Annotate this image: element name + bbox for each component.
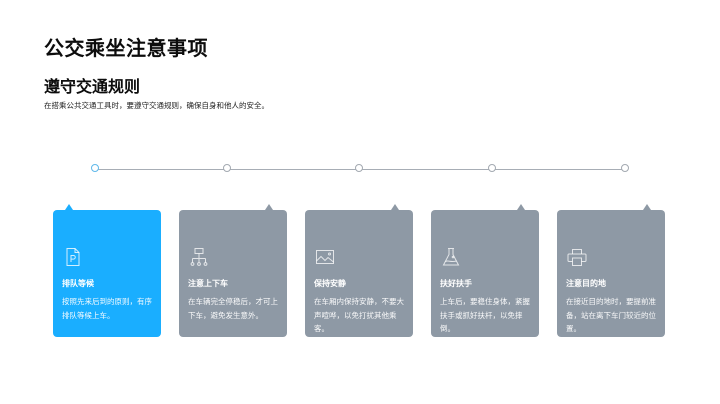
card-title: 扶好扶手: [440, 279, 472, 288]
flask-icon: [440, 246, 462, 268]
step-card-3[interactable]: 保持安静 在车厢内保持安静，不要大声喧哗，以免打扰其他乘客。: [305, 204, 413, 337]
card-title: 注意目的地: [566, 279, 606, 288]
section-title: 遵守交通规则: [44, 77, 141, 96]
card-pointer: [265, 204, 273, 210]
hierarchy-icon: [188, 246, 210, 268]
step-card-5[interactable]: 注意目的地 在接近目的地时，要提前准备，站在离下车门较近的位置。: [557, 204, 665, 337]
timeline-dot-1[interactable]: [91, 164, 99, 172]
card-text: 在车辆完全停稳后，才可上下车，避免发生意外。: [188, 297, 278, 320]
card-text: 在车厢内保持安静，不要大声喧哗，以免打扰其他乘客。: [314, 297, 404, 333]
timeline-dot-4[interactable]: [488, 164, 496, 172]
step-card-1[interactable]: 排队等候 按照先来后到的原则，有序排队等候上车。: [53, 204, 161, 337]
card-title: 保持安静: [314, 279, 346, 288]
card-text: 按照先来后到的原则，有序排队等候上车。: [62, 297, 152, 320]
card-pointer: [517, 204, 525, 210]
section-description: 在搭乘公共交通工具时，要遵守交通规则，确保自身和他人的安全。: [44, 101, 269, 110]
timeline-dot-3[interactable]: [355, 164, 363, 172]
card-title: 排队等候: [62, 279, 94, 288]
step-card-4[interactable]: 扶好扶手 上车后，要稳住身体，紧握扶手或抓好扶杆，以免摔倒。: [431, 204, 539, 337]
card-pointer: [643, 204, 651, 210]
printer-icon: [566, 246, 588, 268]
card-text: 上车后，要稳住身体，紧握扶手或抓好扶杆，以免摔倒。: [440, 297, 530, 333]
card-title: 注意上下车: [188, 279, 228, 288]
image-icon: [314, 246, 336, 268]
document-p-icon: [62, 246, 84, 268]
step-card-2[interactable]: 注意上下车 在车辆完全停稳后，才可上下车，避免发生意外。: [179, 204, 287, 337]
page-title: 公交乘坐注意事项: [44, 36, 208, 60]
card-pointer: [391, 204, 399, 210]
card-text: 在接近目的地时，要提前准备，站在离下车门较近的位置。: [566, 297, 656, 333]
timeline-dot-2[interactable]: [223, 164, 231, 172]
card-pointer: [65, 204, 73, 210]
timeline-dot-5[interactable]: [621, 164, 629, 172]
